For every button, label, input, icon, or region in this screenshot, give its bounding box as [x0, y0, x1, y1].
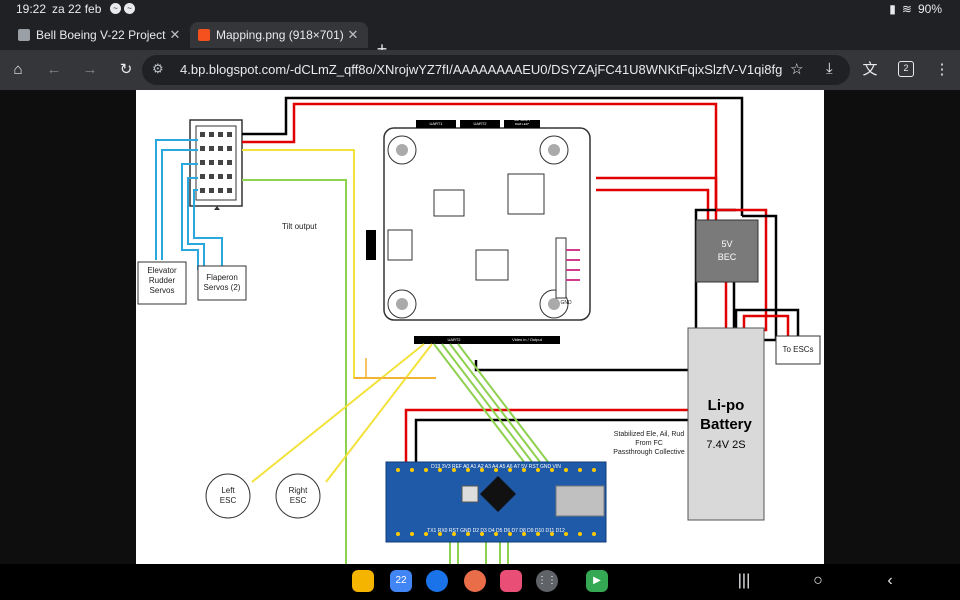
android-nav-bar: 22 ⋮⋮ ▶ ||| ○ ‹ — [0, 564, 960, 600]
tab-title: Bell Boeing V-22 Project — [36, 28, 166, 42]
close-icon[interactable]: ✕ — [347, 27, 359, 42]
download-icon[interactable]: ⤓ — [826, 60, 833, 77]
new-tab-icon[interactable]: + — [376, 39, 388, 59]
site-info-icon[interactable]: ⚙ — [152, 61, 164, 76]
lipo-battery — [687, 327, 765, 521]
servo-wires — [155, 139, 223, 270]
wiring-svg — [137, 96, 821, 564]
status-right: ▮ ≋ 90% — [889, 2, 942, 16]
status-date: za 22 feb — [52, 2, 102, 16]
menu-icon[interactable]: ⋮ — [934, 61, 950, 78]
notification-icons: ~~ — [110, 3, 135, 14]
forward-icon[interactable]: → — [82, 61, 98, 78]
wifi-icon: ≋ — [901, 2, 912, 16]
status-time: 19:22 — [16, 2, 47, 16]
close-icon[interactable]: ✕ — [169, 27, 181, 42]
arduino-nano — [385, 461, 607, 543]
blogger-icon — [198, 29, 210, 41]
back-nav-icon[interactable]: ‹ — [887, 572, 893, 589]
messages-icon[interactable] — [426, 570, 448, 592]
url-text[interactable]: 4.bp.blogspot.com/-dCLmZ_qff8o/XNrojwYZ7… — [180, 62, 783, 77]
reload-icon[interactable]: ↻ — [119, 61, 133, 78]
fc-soft-serial-label: Soft Serial 1 RGB LED* — [513, 118, 531, 126]
tab-strip: Bell Boeing V-22 Project ✕ Mapping.png (… — [0, 18, 960, 58]
nano-bottom-pins: TX1 RX0 RST GND D2 D3 D4 D5 D6 D7 D8 D9 … — [427, 528, 565, 534]
apps-grid-icon[interactable]: ⋮⋮ — [536, 570, 558, 592]
image-viewport: Tilt output Elevator Rudder Servos Flape… — [0, 90, 960, 564]
flaperon-box — [197, 265, 247, 301]
elevator-rudder-label: Elevator Rudder Servos — [147, 266, 177, 295]
bec-module — [695, 219, 759, 283]
flaperon-label: Flaperon Servos (2) — [203, 273, 241, 292]
translate-icon[interactable]: 文 — [862, 61, 878, 78]
status-bar: 19:22 za 22 feb ~~ ▮ ≋ 90% — [0, 0, 960, 18]
address-bar[interactable]: ⚙ 4.bp.blogspot.com/-dCLmZ_qff8o/XNrojwY… — [142, 55, 850, 85]
bookmark-star-icon[interactable]: ☆ — [790, 61, 804, 78]
fc-uart2-top-label: UART2 — [473, 121, 487, 126]
back-icon[interactable]: ← — [46, 61, 62, 78]
tab-count-button[interactable]: 2 — [898, 61, 914, 77]
receiver-connector — [189, 119, 243, 210]
left-esc — [205, 473, 251, 519]
calendar-icon[interactable]: 22 — [390, 570, 412, 592]
recents-icon[interactable]: ||| — [737, 572, 751, 589]
battery-percent: 90% — [917, 2, 942, 16]
home-icon[interactable]: ⌂ — [13, 61, 23, 78]
fc-uart2-bottom-label: UART2 — [447, 337, 461, 342]
fc-uart1-label: UART1 — [429, 121, 443, 126]
contacts-icon[interactable] — [464, 570, 486, 592]
battery-saver-icon: ▮ — [889, 2, 896, 16]
lipo-title: Li-po Battery — [700, 397, 752, 433]
files-icon[interactable] — [352, 570, 374, 592]
tab-v22-project[interactable]: Bell Boeing V-22 Project ✕ — [10, 22, 190, 48]
messenger-icon: ~ — [124, 3, 135, 14]
messenger-icon: ~ — [110, 3, 121, 14]
tilt-output-label: Tilt output — [282, 222, 317, 231]
esc-signal-wires — [251, 343, 433, 483]
right-esc — [275, 473, 321, 519]
flight-controller-board — [366, 120, 591, 344]
left-esc-label: Left ESC — [219, 486, 237, 505]
elevator-box — [137, 261, 187, 305]
home-nav-icon[interactable]: ○ — [813, 572, 823, 589]
right-esc-label: Right ESC — [288, 486, 308, 505]
lipo-spec: 7.4V 2S — [706, 439, 746, 451]
bec-label: 5V BEC — [717, 239, 737, 262]
nano-top-pins: D13 3V3 REF A0 A1 A2 A3 A4 A5 A6 A7 5V R… — [431, 464, 561, 470]
power-wires — [242, 96, 744, 216]
green-signal-wire — [242, 179, 347, 564]
tab-title: Mapping.png (918×701) — [216, 28, 344, 42]
fc-video-label: Video in / Output — [512, 337, 542, 342]
stabilized-label: Stabilized Ele, Ail, Rud From FC Passthr… — [613, 431, 685, 456]
fc-gnd-label: GND — [560, 300, 572, 306]
tab-mapping-png[interactable]: Mapping.png (918×701) ✕ — [190, 22, 368, 48]
play-store-icon[interactable]: ▶ — [586, 570, 608, 592]
wiring-diagram-image: Tilt output Elevator Rudder Servos Flape… — [136, 90, 824, 564]
favicon-icon — [18, 29, 30, 41]
browser-toolbar: ⌂ ← → ↻ ⚙ 4.bp.blogspot.com/-dCLmZ_qff8o… — [0, 50, 960, 90]
to-escs-label: To ESCs — [782, 345, 814, 354]
camera-icon[interactable] — [500, 570, 522, 592]
to-escs-box — [775, 335, 821, 365]
